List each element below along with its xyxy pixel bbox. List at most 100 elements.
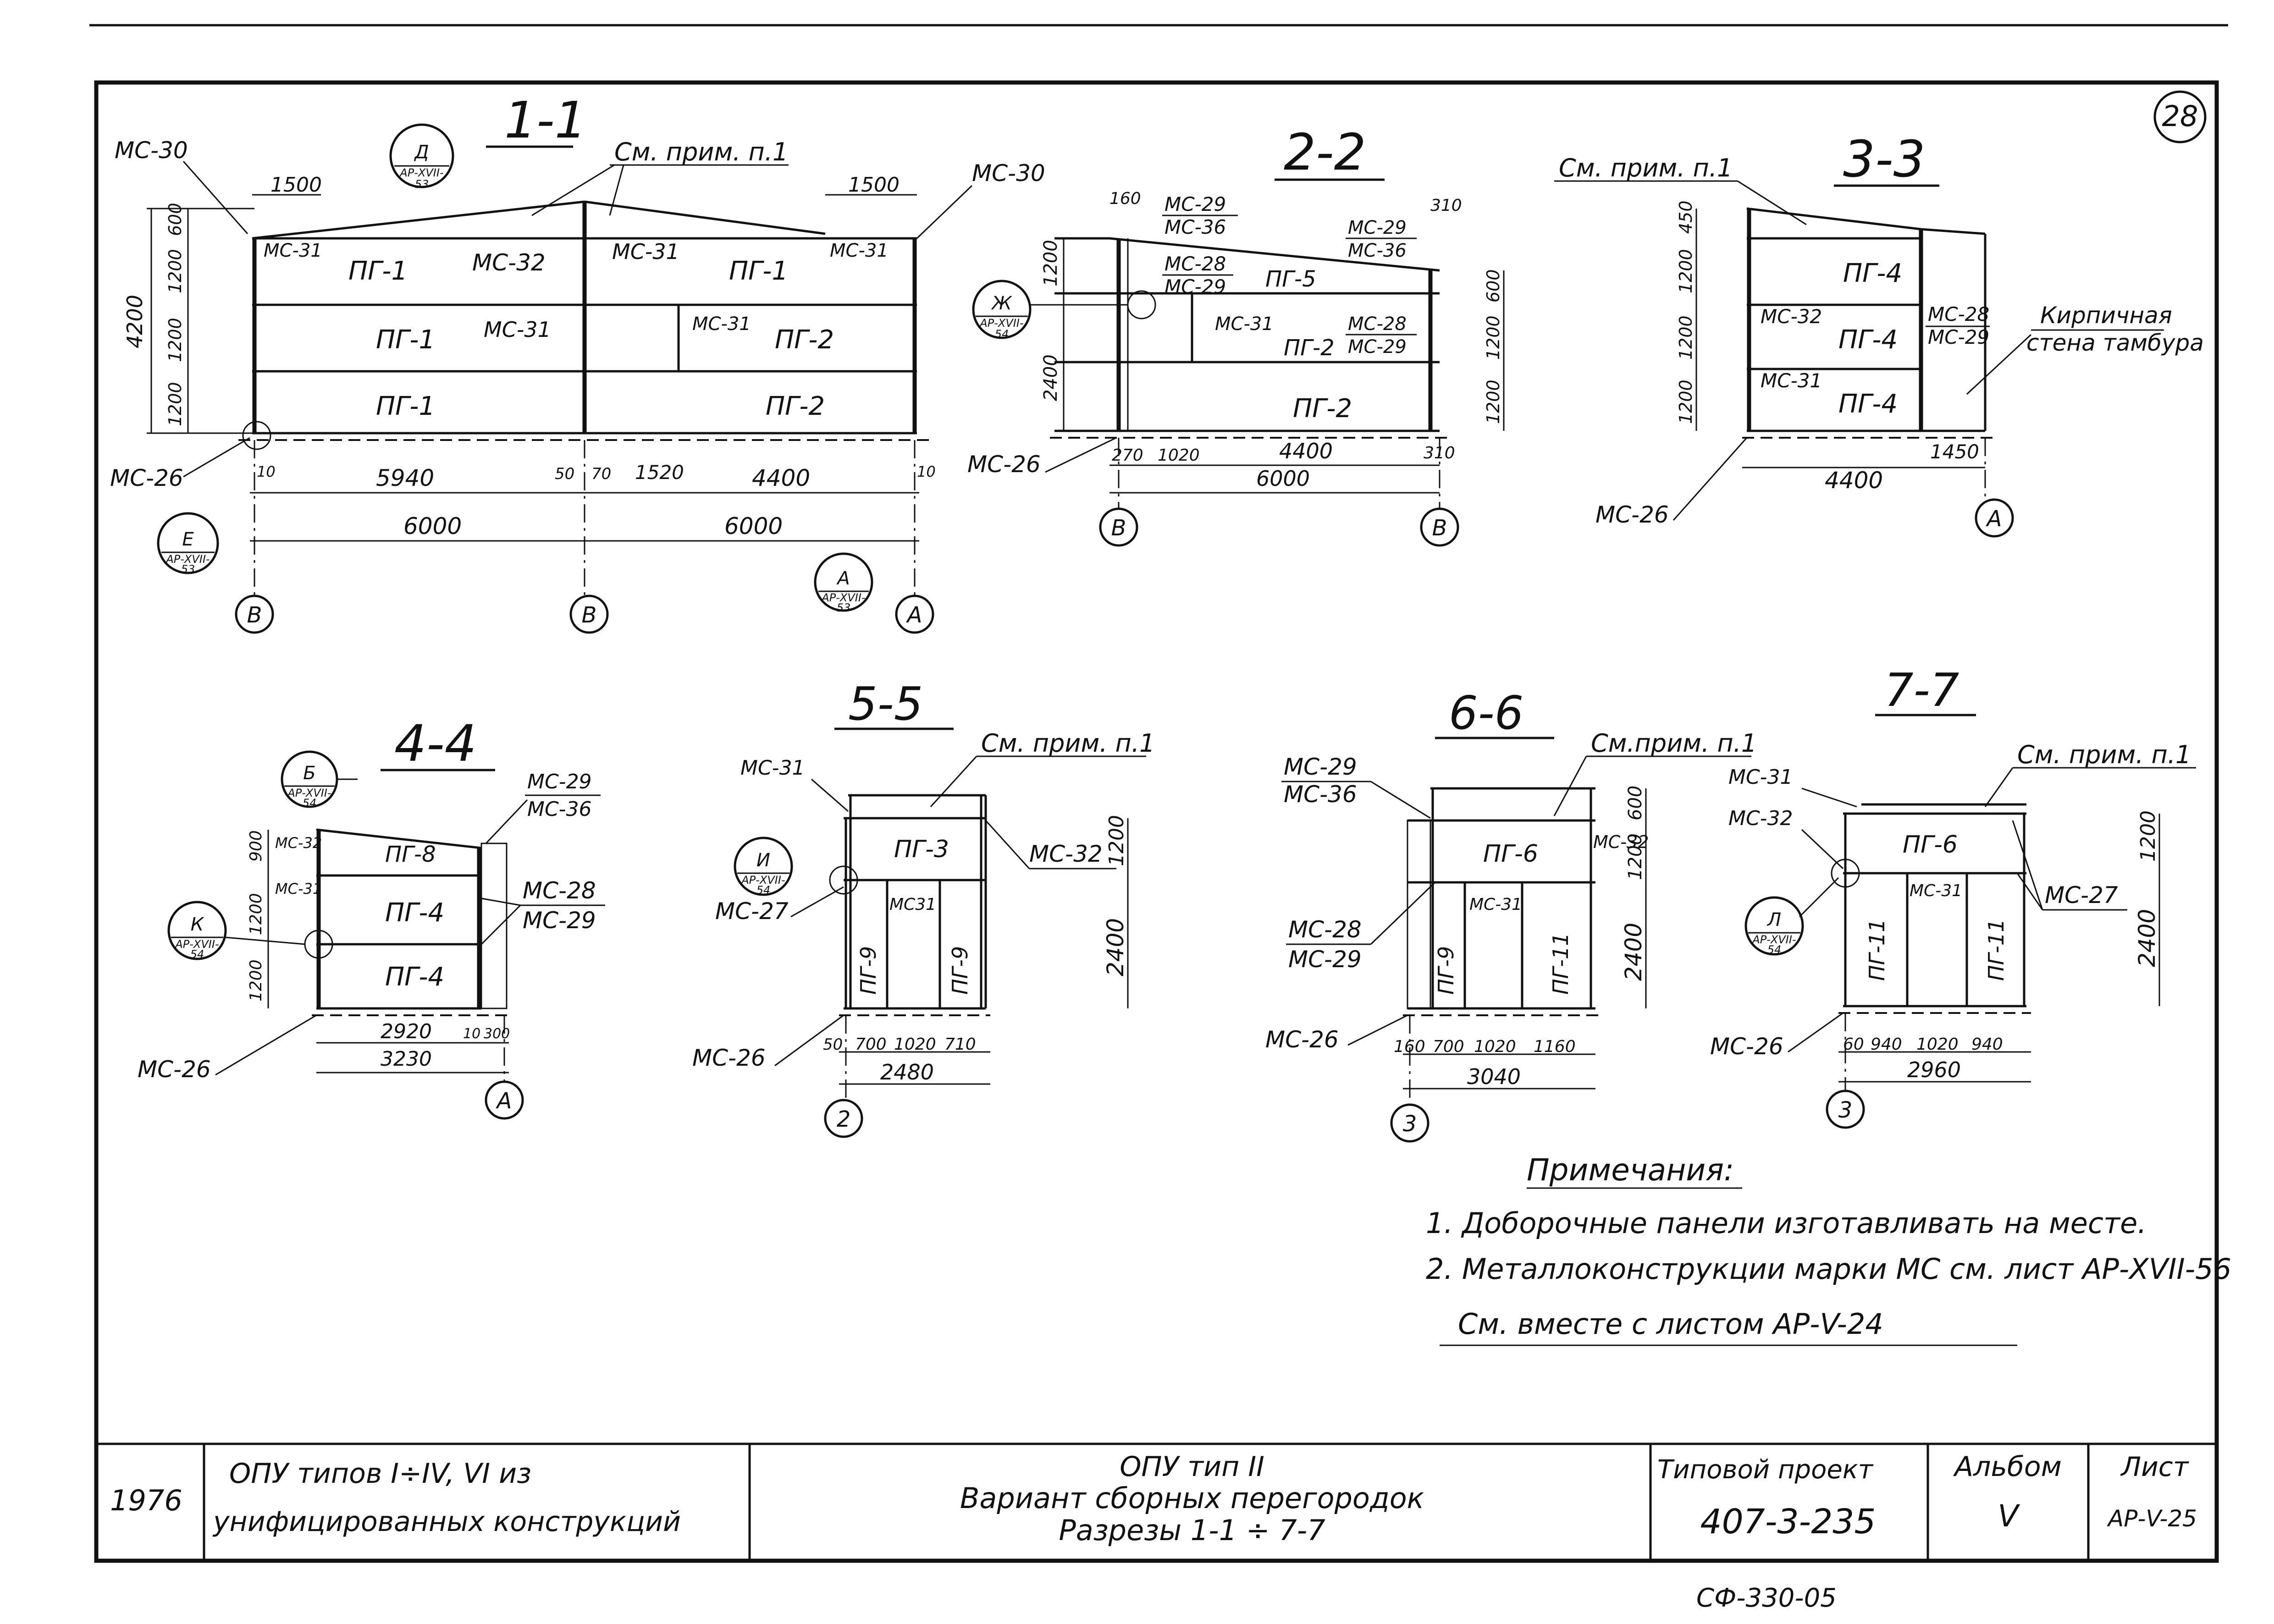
section-4-4-dim-2920: 2920 bbox=[381, 1020, 432, 1043]
section-4-4-mark-mc29-b: МС-29 bbox=[523, 907, 596, 934]
section-1-1-dim-1200-2: 1200 bbox=[165, 318, 185, 362]
section-4-4-mark-mc28: МС-28 bbox=[523, 877, 596, 904]
section-4-4-callout-k-letter: К bbox=[191, 914, 204, 935]
section-7-7: 7-7 См. прим. п.1 ПГ-6 ПГ-11 ПГ-11 МС-31… bbox=[1710, 663, 2196, 1129]
section-2-2-panel-2a: ПГ-2 bbox=[1284, 335, 1335, 361]
section-1-1-dim-10-left: 10 bbox=[257, 463, 276, 480]
section-2-2-mark-mc29-b: МС-29 bbox=[1348, 217, 1407, 238]
section-1-1-dim-1500-left: 1500 bbox=[270, 173, 322, 197]
section-2-2-dim-600: 600 bbox=[1483, 269, 1503, 303]
section-4-4-leader-mc28-b bbox=[480, 904, 521, 945]
section-5-5-callout-i bbox=[734, 837, 793, 896]
section-4-4-mark-mc29-a: МС-29 bbox=[527, 770, 592, 793]
section-6-6-mark-mc31: МС-31 bbox=[1469, 895, 1522, 914]
section-7-7-callout-l-sheet: АР-XVII- bbox=[1751, 933, 1796, 946]
section-7-7-axis-bubble bbox=[1826, 1090, 1865, 1129]
section-3-3-dim-450: 450 bbox=[1676, 200, 1696, 234]
section-1-1-panel-1: ПГ-1 bbox=[348, 256, 408, 286]
section-1-1-callout-a-num: 53 bbox=[837, 601, 851, 614]
section-1-1-dim-1500-right: 1500 bbox=[848, 173, 900, 197]
section-5-5-axis-1: 2 bbox=[837, 1107, 851, 1132]
section-1-1-mark-mc31-c: МС-31 bbox=[830, 240, 889, 261]
section-3-3-slope-wall bbox=[1921, 228, 1986, 235]
section-5-5-dim-1200: 1200 bbox=[1105, 815, 1128, 866]
section-1-1-note-leader-1 bbox=[531, 164, 615, 216]
section-1-1-mark-mc31-d: МС-31 bbox=[484, 317, 551, 342]
section-4-4-callout-k-leader bbox=[225, 936, 305, 945]
section-5-5-mark-mc26: МС-26 bbox=[692, 1045, 766, 1071]
section-4-4-axis-1: А bbox=[496, 1088, 512, 1114]
section-3-3-mark-mc28: МС-28 bbox=[1928, 303, 1989, 325]
title-sheet-number: АР-V-25 bbox=[2107, 1505, 2197, 1532]
section-2-2-mark-mc29-c: МС-29 bbox=[1165, 275, 1226, 298]
section-6-6-dim-600: 600 bbox=[1625, 786, 1646, 820]
section-6-6-mark-mc36: МС-36 bbox=[1284, 781, 1357, 808]
section-2-2-dim-6000: 6000 bbox=[1256, 466, 1310, 491]
title-center-line-2: Вариант сборных перегородок bbox=[960, 1481, 1424, 1515]
section-4-4-callout-b-letter: Б bbox=[303, 763, 315, 784]
section-1-1-dim-1200-1: 1200 bbox=[165, 249, 185, 293]
section-7-7-note-leader bbox=[1984, 767, 2014, 807]
section-2-2-panel-2b: ПГ-2 bbox=[1293, 394, 1352, 424]
section-7-7-panel-1: ПГ-6 bbox=[1903, 831, 1958, 859]
section-4-4-callout-k-num: 54 bbox=[190, 948, 204, 961]
section-1-1-slope-left bbox=[252, 200, 585, 240]
section-1-1-panel-2: ПГ-1 bbox=[729, 256, 788, 286]
section-3-3-wall-label-1: Кирпичная bbox=[2040, 302, 2172, 329]
section-7-7-mark-mc32: МС-32 bbox=[1728, 807, 1793, 830]
section-5-5-dim-2480: 2480 bbox=[880, 1060, 934, 1085]
section-7-7-mark-mc31-a: МС-31 bbox=[1728, 765, 1793, 789]
section-7-7-dim-2960: 2960 bbox=[1907, 1057, 1961, 1082]
section-1-1-slope-right bbox=[584, 200, 826, 235]
title-album-number: V bbox=[1998, 1498, 2020, 1534]
title-left-line-1: ОПУ типов I÷IV, VI из bbox=[229, 1458, 531, 1490]
section-7-7-callout-l-letter: Л bbox=[1766, 909, 1781, 930]
section-5-5-mark-mc31-b: МС31 bbox=[889, 895, 936, 914]
section-6-6-mark-mc29-a: МС-29 bbox=[1284, 754, 1357, 780]
section-3-3-panel-3: ПГ-4 bbox=[1838, 389, 1898, 419]
section-4-4-mark-mc31: МС-31 bbox=[275, 880, 322, 897]
section-2-2-dim-4400: 4400 bbox=[1279, 439, 1333, 463]
section-4-4: 4-4 ПГ-8 ПГ-4 ПГ-4 МС-29 МС-36 МС-28 МС-… bbox=[138, 714, 605, 1120]
sheet-frame bbox=[94, 80, 2219, 1563]
section-1-1-callout-a-letter: А bbox=[836, 568, 850, 589]
section-3-3-mark-mc31: МС-31 bbox=[1761, 369, 1822, 392]
section-7-7-panel-2: ПГ-11 bbox=[1865, 919, 1889, 981]
section-1-1-panel-4: ПГ-1 bbox=[376, 391, 435, 421]
section-1-1-dim-4200: 4200 bbox=[122, 295, 147, 348]
section-6-6-dim-700: 700 bbox=[1433, 1037, 1464, 1056]
section-5-5-dim-1020: 1020 bbox=[894, 1035, 936, 1054]
section-4-4-panel-1: ПГ-8 bbox=[385, 842, 436, 867]
section-1-1-title: 1-1 bbox=[504, 91, 587, 149]
section-4-4-mark-mc36: МС-36 bbox=[527, 798, 592, 821]
section-1-1-mark-mc30-left: МС-30 bbox=[115, 137, 188, 164]
title-album-label: Альбом bbox=[1953, 1451, 2062, 1483]
section-6-6: 6-6 См.прим. п.1 ПГ-6 ПГ-9 ПГ-11 МС-29 М… bbox=[1265, 686, 1757, 1143]
section-4-4-mark-mc26: МС-26 bbox=[138, 1056, 211, 1083]
section-5-5-dim-710: 710 bbox=[944, 1035, 976, 1054]
section-7-7-dim-1200: 1200 bbox=[2136, 810, 2160, 862]
section-3-3: 3-3 См. прим. п.1 ПГ-4 ПГ-4 ПГ-4 МС-32 М… bbox=[1554, 130, 2204, 538]
section-1-1-axis-bubble-3 bbox=[895, 595, 934, 634]
section-5-5-dim-2400: 2400 bbox=[1102, 918, 1129, 976]
section-3-3-dim-4400: 4400 bbox=[1825, 467, 1883, 494]
section-2-2-mark-mc36-b: МС-36 bbox=[1348, 240, 1407, 261]
section-5-5-panel-3: ПГ-9 bbox=[948, 946, 972, 995]
section-3-3-mark-mc29: МС-29 bbox=[1928, 326, 1989, 348]
section-1-1-axis-1: В bbox=[247, 602, 262, 628]
section-7-7-callout-l-leader bbox=[1799, 877, 1839, 918]
section-1-1-axis-2: В bbox=[582, 602, 597, 628]
section-4-4-dim-900: 900 bbox=[247, 830, 265, 862]
sheet-number-circle bbox=[2153, 90, 2207, 143]
section-5-5-callout-i-letter: И bbox=[756, 850, 770, 871]
section-6-6-dim-1160: 1160 bbox=[1534, 1037, 1576, 1056]
section-4-4-panel-3: ПГ-4 bbox=[385, 962, 444, 992]
section-1-1-callout-d-sheet: АР-XVII- bbox=[399, 166, 443, 179]
section-2-2-dim-1200-r2: 1200 bbox=[1483, 380, 1503, 424]
title-sheet-label: Лист bbox=[2120, 1451, 2190, 1482]
section-2-2-leader-mc26 bbox=[1045, 437, 1117, 473]
sheet-number: 28 bbox=[2162, 99, 2198, 133]
section-1-1-leader-mc30-right bbox=[916, 185, 973, 239]
section-4-4-callout-b-num: 54 bbox=[303, 797, 317, 809]
title-year: 1976 bbox=[110, 1484, 182, 1517]
